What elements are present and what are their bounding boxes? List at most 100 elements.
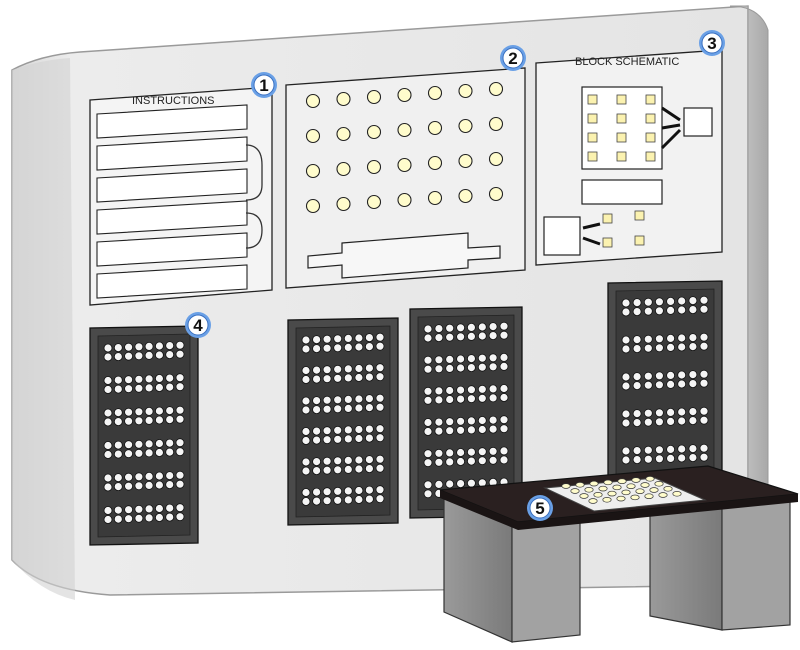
socket-hole [134,472,144,482]
socket-hole [688,342,698,352]
socket-hole [423,427,433,436]
socket-hole [456,332,466,342]
socket-hole [466,385,476,395]
socket-hole [301,466,311,476]
indicator-lamp [397,157,412,173]
schematic-square [602,237,613,248]
socket-hole [175,438,185,448]
indicator-lamp [427,85,443,101]
socket-hole [488,455,498,465]
socket-hole [144,383,154,393]
socket-hole [301,396,311,406]
indicator-lamp [336,126,351,142]
socket-hole [621,409,631,419]
socket-hole [655,371,664,381]
socket-hole [134,448,144,458]
socket-hole [354,486,364,495]
socket-hole [632,307,642,317]
desk-lamps [561,476,682,504]
socket-hole [165,415,175,425]
socket-hole [364,372,374,382]
socket-hole [312,335,322,345]
socket-hole [688,305,698,315]
indicator-lamp [305,198,321,214]
socket-hole [343,464,353,474]
desk-lamp [658,492,668,498]
socket-hole [175,503,185,513]
socket-hole [434,448,444,458]
socket-hole [677,407,687,417]
indicator-lamp [488,81,504,97]
socket-hole [134,351,144,361]
instruction-row [96,168,248,203]
schematic-square [602,213,613,224]
socket-hole [322,404,332,414]
socket-hole [643,371,653,381]
socket-hole [477,456,487,466]
socket-hole [375,363,385,373]
socket-hole [666,305,675,315]
socket-hole [423,480,433,490]
socket-hole [175,470,185,480]
socket-hole [477,416,487,425]
socket-hole [456,425,466,435]
indicator-lamp [397,122,412,138]
socket-hole [103,441,113,450]
socket-hole [175,349,185,359]
desk-lamp [640,482,650,488]
desk-lamp [654,481,664,487]
socket-hole [621,381,631,391]
socket-hole [322,395,332,405]
socket-hole [134,407,144,417]
socket-hole [621,344,631,354]
socket-hole [124,384,134,394]
socket-hole [621,298,631,308]
socket-hole [445,457,455,467]
wall-panel-left-bevel [12,58,75,600]
socket-hole [333,495,343,505]
desk-lamp [663,486,673,492]
socket-hole [621,307,631,317]
socket-hole [688,333,698,343]
display-tray [307,232,501,279]
desk-lamp [621,489,631,496]
socket-hole [333,465,343,475]
socket-hole [134,383,144,393]
desk-lamp [644,493,654,499]
socket-hole [375,433,385,443]
socket-hole [322,426,332,436]
socket-hole [175,479,185,489]
socket-hole [113,440,123,450]
socket-hole [134,481,144,491]
instructions-card: INSTRUCTIONS [89,86,273,306]
socket-hole [434,386,444,396]
socket-hole [499,384,509,393]
socket-hole [134,439,144,449]
desk-lamp [602,497,612,503]
socket-hole [354,455,364,465]
socket-hole [456,323,466,333]
socket-hole [144,341,154,351]
socket-hole [175,382,185,392]
socket-hole [499,424,509,434]
socket-hole [144,350,154,360]
desk-lamp [649,487,659,493]
socket-hole [364,394,374,404]
socket-hole [343,394,353,404]
callout-badge: 5 [527,495,553,521]
socket-hole [364,464,374,474]
socket-hole [477,447,487,457]
socket-hole [445,354,455,364]
socket-hole [301,457,311,467]
socket-hole [643,454,653,464]
socket-hole [466,478,476,488]
socket-hole [343,403,353,413]
socket-hole [466,456,476,466]
socket-hole [113,514,123,524]
socket-hole [688,407,698,417]
schematic-square [587,94,598,105]
indicator-lamp [336,91,351,107]
socket-hole [434,395,444,405]
socket-hole [144,504,154,514]
socket-hole [154,350,164,360]
